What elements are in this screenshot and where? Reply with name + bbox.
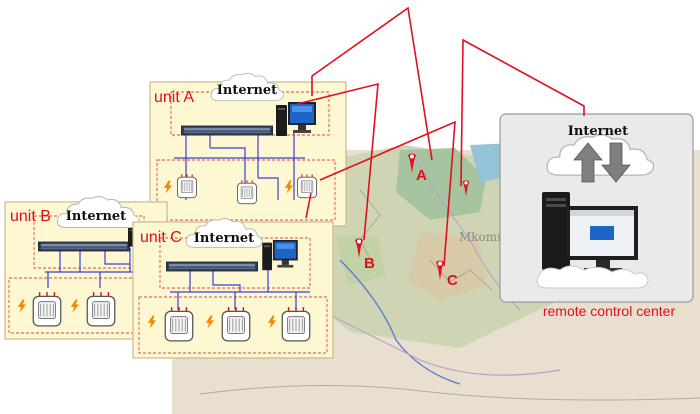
- heater-device-icon: [236, 179, 258, 205]
- control-center-label: remote control center: [543, 303, 676, 319]
- unit-a-label: unit A: [154, 89, 194, 106]
- heater-device-icon: [221, 306, 251, 342]
- communication-links: [296, 6, 585, 267]
- unit-c-cloud-label: Internet: [194, 231, 254, 246]
- network-switch-icon: [181, 125, 273, 136]
- heater-device-icon: [86, 291, 116, 327]
- unit-b-label: unit B: [10, 208, 51, 225]
- unit-a-cloud-label: Internet: [217, 83, 277, 98]
- computer-icon: [536, 192, 649, 289]
- map-marker-a-label: A: [416, 167, 427, 184]
- unit-c-label: unit C: [140, 229, 182, 246]
- upload-arrow-icon: [573, 142, 603, 183]
- computer-icon: [262, 240, 298, 271]
- heater-device-icon: [296, 173, 318, 199]
- download-arrow-icon: [601, 142, 631, 183]
- heater-device-icon: [32, 291, 62, 327]
- network-switch-icon: [166, 261, 258, 272]
- network-switch-icon: [38, 241, 130, 252]
- control-center-cloud-label: Internet: [568, 124, 628, 139]
- computer-icon: [276, 102, 316, 136]
- map-marker-b-label: B: [364, 255, 375, 272]
- heater-device-icon: [281, 306, 311, 342]
- unit-b-cloud-label: Internet: [66, 209, 126, 224]
- heater-device-icon: [164, 306, 194, 342]
- map-marker-c-label: C: [447, 272, 458, 289]
- heater-device-icon: [176, 173, 198, 199]
